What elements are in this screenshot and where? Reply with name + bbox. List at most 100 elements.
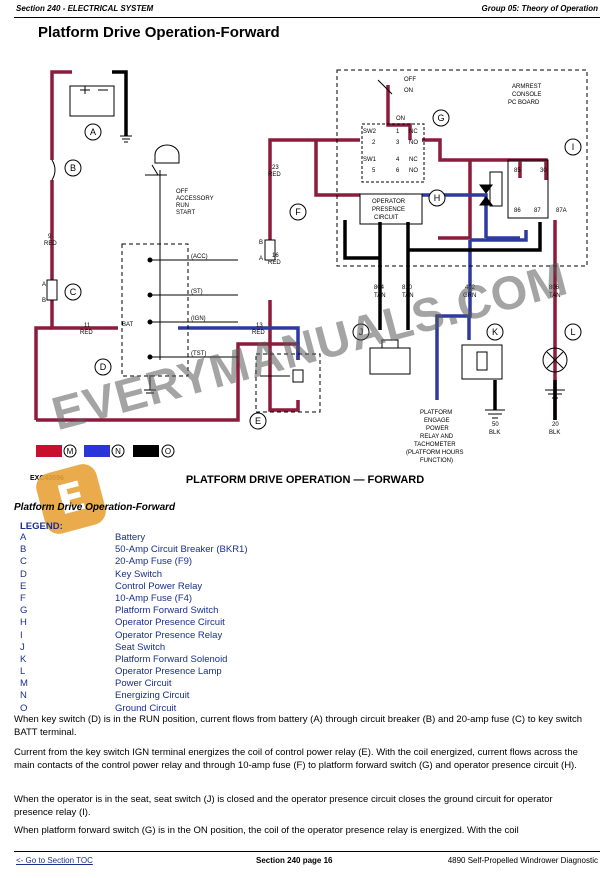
schematic-lines <box>46 69 588 419</box>
svg-text:13: 13 <box>256 323 263 329</box>
svg-text:ARMREST: ARMREST <box>512 84 542 90</box>
svg-text:(PLATFORM HOURS: (PLATFORM HOURS <box>406 450 464 456</box>
callout-e: E <box>255 416 261 426</box>
svg-text:A: A <box>259 256 263 262</box>
legend-section: Platform Drive Operation-Forward LEGEND:… <box>14 502 604 715</box>
header-rule <box>14 17 600 18</box>
paragraph-4: When platform forward switch (G) is in t… <box>14 825 519 836</box>
svg-text:6: 6 <box>396 168 400 174</box>
callout-k: K <box>492 327 498 337</box>
svg-text:TAN: TAN <box>402 293 414 299</box>
svg-text:NO: NO <box>409 140 418 146</box>
svg-text:RUN: RUN <box>176 203 189 209</box>
svg-text:CIRCUIT: CIRCUIT <box>374 215 399 221</box>
svg-text:(ST): (ST) <box>191 289 203 295</box>
svg-text:(TST): (TST) <box>191 351 206 357</box>
svg-text:3: 3 <box>396 140 400 146</box>
svg-text:806: 806 <box>549 285 560 291</box>
svg-text:RELAY AND: RELAY AND <box>420 434 454 440</box>
color-key: M N O <box>36 444 175 458</box>
svg-text:PRESENCE: PRESENCE <box>372 207 405 213</box>
callout-l: L <box>570 327 575 337</box>
svg-text:BLK: BLK <box>549 430 560 436</box>
callout-letters: A B C D E F G H I J K L <box>70 113 576 426</box>
svg-text:NC: NC <box>409 157 418 163</box>
legend-heading: LEGEND: <box>20 521 63 532</box>
svg-text:1: 1 <box>396 129 400 135</box>
svg-text:86: 86 <box>514 208 521 214</box>
svg-text:50: 50 <box>492 422 499 428</box>
svg-text:NC: NC <box>409 129 418 135</box>
swatch-energizing <box>84 445 110 457</box>
paragraph-3: When the operator is in the seat, seat s… <box>14 794 553 818</box>
svg-text:SW2: SW2 <box>363 129 377 135</box>
svg-text:TACHOMETER: TACHOMETER <box>414 442 456 448</box>
svg-text:BLK: BLK <box>489 430 500 436</box>
manual-title: 4890 Self-Propelled Windrower Diagnostic <box>447 856 598 865</box>
svg-text:23: 23 <box>272 165 279 171</box>
svg-text:804: 804 <box>374 285 385 291</box>
callout-d: D <box>100 362 107 372</box>
page-number: Section 240 page 16 <box>256 856 333 865</box>
svg-text:NO: NO <box>409 168 418 174</box>
svg-text:ENGAGE: ENGAGE <box>424 418 450 424</box>
callout-j: J <box>359 327 364 337</box>
svg-text:20: 20 <box>552 422 559 428</box>
callout-g: G <box>437 113 444 123</box>
toc-link[interactable]: <- Go to Section TOC <box>16 856 93 865</box>
callout-b: B <box>70 163 76 173</box>
svg-text:30: 30 <box>540 168 547 174</box>
svg-text:RED: RED <box>80 330 93 336</box>
svg-text:PLATFORM: PLATFORM <box>420 410 452 416</box>
footer-rule <box>14 851 600 852</box>
svg-text:N: N <box>115 447 121 456</box>
callout-f: F <box>295 207 301 217</box>
paragraph-1: When key switch (D) is in the RUN positi… <box>14 714 583 738</box>
svg-text:9: 9 <box>48 234 52 240</box>
svg-text:M: M <box>67 447 74 456</box>
svg-text:(IGN): (IGN) <box>191 316 206 322</box>
svg-text:OFF: OFF <box>176 189 188 195</box>
callout-h: H <box>434 193 441 203</box>
paragraph-2: Current from the key switch IGN terminal… <box>14 747 578 771</box>
svg-text:2: 2 <box>372 140 376 146</box>
svg-text:RED: RED <box>268 260 281 266</box>
callout-circles <box>64 109 582 430</box>
callout-a: A <box>90 127 96 137</box>
svg-text:402: 402 <box>465 285 476 291</box>
svg-text:RED: RED <box>44 241 57 247</box>
svg-text:BAT: BAT <box>122 322 134 328</box>
diagram-caption: PLATFORM DRIVE OPERATION — FORWARD <box>186 474 424 486</box>
svg-text:OPERATOR: OPERATOR <box>372 199 406 205</box>
svg-text:GRN: GRN <box>463 293 476 299</box>
swatch-ground <box>133 445 159 457</box>
svg-text:B: B <box>42 298 46 304</box>
ground-circuit-wires <box>112 70 557 420</box>
svg-text:810: 810 <box>402 285 413 291</box>
svg-text:SW1: SW1 <box>363 157 377 163</box>
svg-text:87: 87 <box>534 208 541 214</box>
page-title: Platform Drive Operation-Forward <box>38 24 280 41</box>
svg-text:85: 85 <box>514 168 521 174</box>
swatch-power <box>36 445 62 457</box>
callout-i: I <box>572 142 575 152</box>
svg-text:POWER: POWER <box>426 426 449 432</box>
section-header: Section 240 - ELECTRICAL SYSTEM <box>16 4 154 13</box>
diagram-labels: OFF ON ON ARMREST CONSOLE PC BOARD OFF A… <box>42 77 567 464</box>
svg-text:OFF: OFF <box>404 77 416 83</box>
svg-text:START: START <box>176 210 195 216</box>
svg-text:11: 11 <box>84 323 91 329</box>
svg-text:PC BOARD: PC BOARD <box>508 100 540 106</box>
